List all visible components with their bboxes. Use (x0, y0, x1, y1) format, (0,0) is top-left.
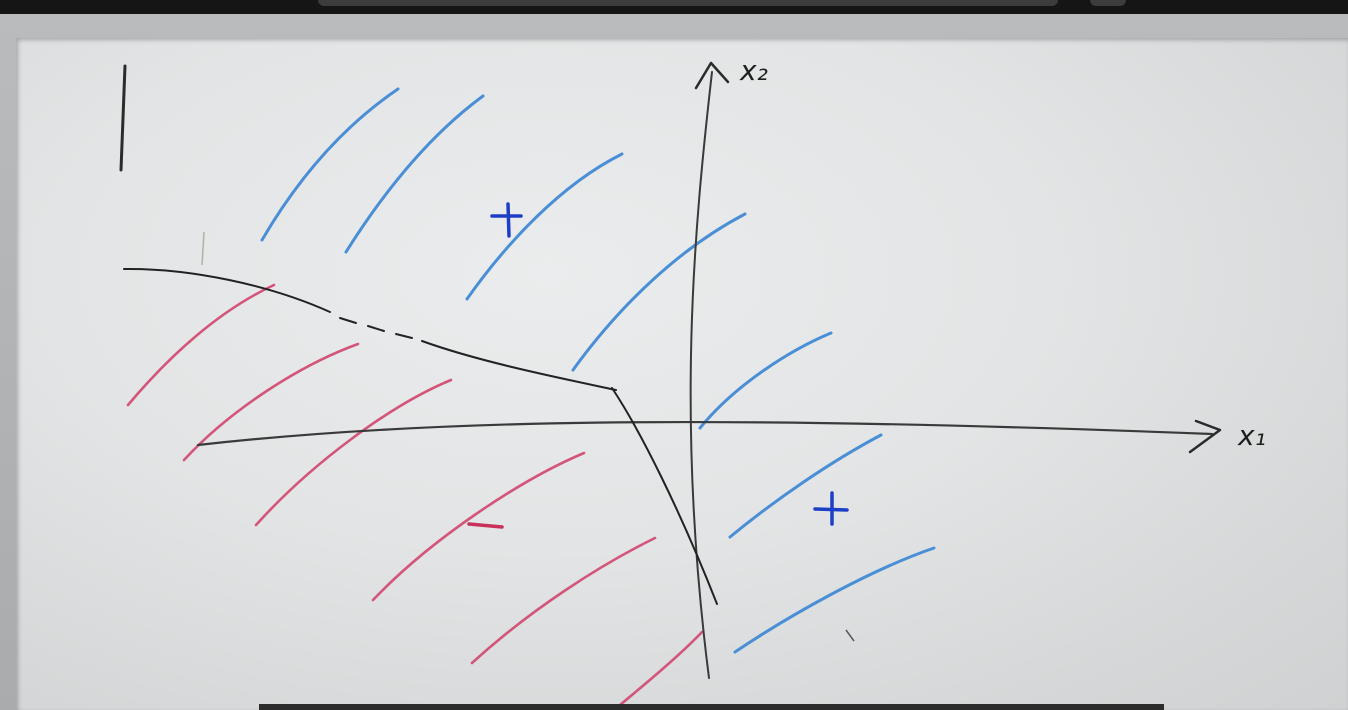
x1-axis-arrowhead (1188, 419, 1222, 454)
negative-hatch-lines (126, 283, 704, 707)
top-overlay-bar (318, 0, 1058, 6)
stray-mark (845, 629, 855, 642)
video-top-strip (0, 0, 1348, 16)
negative-hatch-line (371, 451, 586, 602)
positive-hatch-line (344, 94, 485, 254)
boundary-dash (395, 333, 413, 339)
plus-mark (813, 491, 849, 526)
left-edge-mark (119, 64, 127, 172)
whiteboard-surface (16, 38, 1348, 710)
boundary-segment (611, 387, 718, 605)
negative-hatch-line (618, 630, 704, 707)
positive-hatch-lines (260, 87, 936, 654)
faint-mark (201, 231, 205, 266)
x2-axis-arrowhead (694, 61, 730, 90)
negative-hatch-line (182, 342, 360, 462)
negative-hatch-line (470, 536, 657, 665)
x2-axis-label: x₂ (739, 54, 768, 87)
positive-hatch-line (571, 212, 747, 372)
video-progress-bar[interactable] (259, 704, 1164, 710)
boundary-segment (123, 267, 331, 313)
decision-boundary (123, 267, 718, 605)
minus-mark (467, 522, 504, 529)
x2-axis-line (689, 71, 713, 679)
positive-hatch-line (260, 87, 400, 242)
positive-hatch-line (465, 152, 624, 301)
positive-hatch-line (733, 546, 936, 654)
top-overlay-button (1090, 0, 1126, 6)
positive-hatch-line (728, 433, 883, 539)
x1-axis-label: x₁ (1237, 419, 1266, 452)
positive-hatch-line (698, 331, 833, 430)
plus-mark (490, 202, 523, 238)
boundary-dash (367, 325, 385, 332)
negative-hatch-line (254, 378, 453, 527)
negative-hatch-line (126, 283, 276, 407)
boundary-segment (421, 340, 617, 391)
x1-axis-line (196, 420, 1214, 447)
boundary-dash (339, 317, 357, 324)
